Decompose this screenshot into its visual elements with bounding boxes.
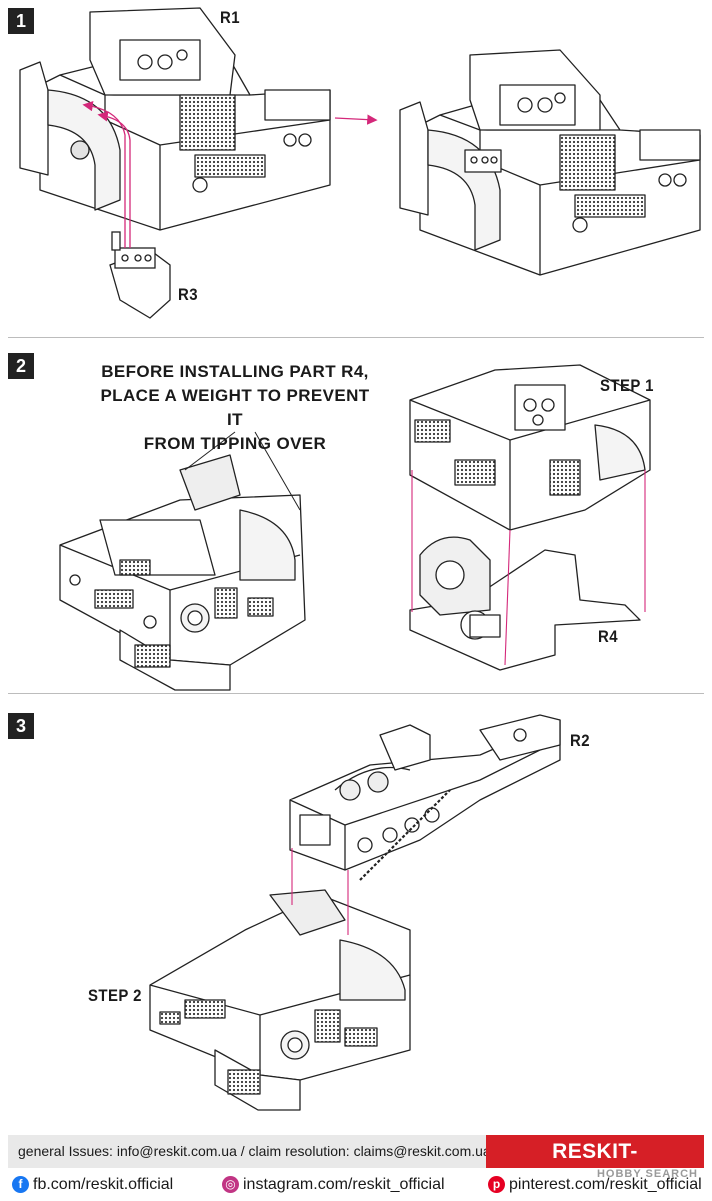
section-divider-2 (8, 693, 704, 694)
step-reference-2: STEP 2 (88, 986, 142, 1005)
note-line-3: FROM TIPPING OVER (143, 434, 327, 453)
pinterest-icon: p (488, 1176, 505, 1193)
step-number-1: 1 (8, 8, 34, 34)
footer: general Issues: info@reskit.com.ua / cla… (8, 1135, 704, 1196)
brand-link[interactable]: RESKIT-MODELS.COM (486, 1135, 704, 1196)
instagram-text: instagram.com/reskit_official (243, 1176, 445, 1193)
instagram-icon: ◎ (222, 1176, 239, 1193)
step1-part-r3 (109, 231, 171, 319)
step-number-3: 3 (8, 713, 34, 739)
step1-guide-arrow-1 (82, 100, 126, 248)
contact-bar: general Issues: info@reskit.com.ua / cla… (8, 1135, 488, 1168)
step2-hull-upside-down (409, 364, 651, 531)
part-label-r1: R1 (220, 8, 241, 27)
step2-note-leader-2 (254, 431, 301, 511)
facebook-icon: f (12, 1176, 29, 1193)
watermark: HOBBY SEARCH (596, 1168, 698, 1180)
step3-part-r2 (289, 714, 561, 881)
step3-guide-lines (291, 848, 349, 935)
step2-hull (59, 454, 306, 691)
part-label-r3: R3 (178, 285, 199, 304)
assembly-warning-note: BEFORE INSTALLING PART R4, PLACE A WEIGH… (90, 360, 380, 456)
step3-hull (149, 889, 411, 1111)
step1-hull-assembled (399, 49, 701, 276)
step2-part-r4 (409, 536, 641, 671)
part-label-r4: R4 (598, 627, 619, 646)
step-reference-1: STEP 1 (600, 376, 654, 395)
note-line-2: PLACE A WEIGHT TO PREVENT IT (100, 386, 370, 429)
step-number-2: 2 (8, 353, 34, 379)
pinterest-text: pinterest.com/reskit_official (509, 1176, 702, 1193)
step1-hull-exploded (19, 7, 331, 231)
step1-guide-arrow-2 (97, 111, 131, 248)
section-divider-1 (8, 337, 704, 338)
contact-text: general Issues: info@reskit.com.ua / cla… (18, 1143, 488, 1159)
facebook-text: fb.com/reskit.official (33, 1176, 174, 1193)
note-line-1: BEFORE INSTALLING PART R4, (101, 362, 369, 381)
step2-note-leader-1 (184, 431, 236, 471)
part-label-r2: R2 (570, 731, 591, 750)
step2-guide-lines (411, 470, 646, 666)
step1-transition-arrow (334, 114, 378, 125)
instagram-link[interactable]: ◎instagram.com/reskit_official (222, 1175, 445, 1195)
